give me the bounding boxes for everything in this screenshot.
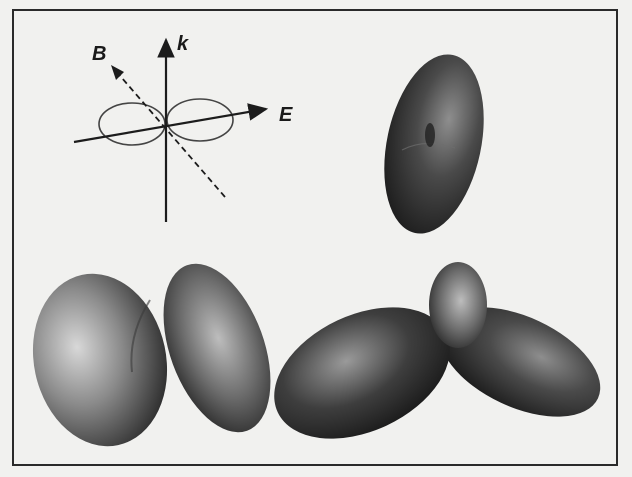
- b-axis-arrowhead: [111, 65, 124, 80]
- left-dipole-lobe: [99, 103, 165, 145]
- e-axis-label: E: [279, 104, 293, 126]
- front-lobe: [17, 261, 182, 459]
- dipole-radiation-pattern-icon: B k E: [74, 33, 293, 222]
- b-axis-dashed-line: [115, 70, 225, 197]
- two-lobe-surface: [17, 249, 291, 459]
- b-axis-label: B: [92, 43, 106, 65]
- ellipsoid-dimple: [425, 123, 435, 147]
- single-lobe-ellipsoid: [369, 45, 499, 243]
- top-lobe: [429, 262, 487, 348]
- back-lobe: [143, 249, 292, 447]
- k-axis-label: k: [177, 33, 189, 55]
- three-lobe-surface: [253, 262, 617, 465]
